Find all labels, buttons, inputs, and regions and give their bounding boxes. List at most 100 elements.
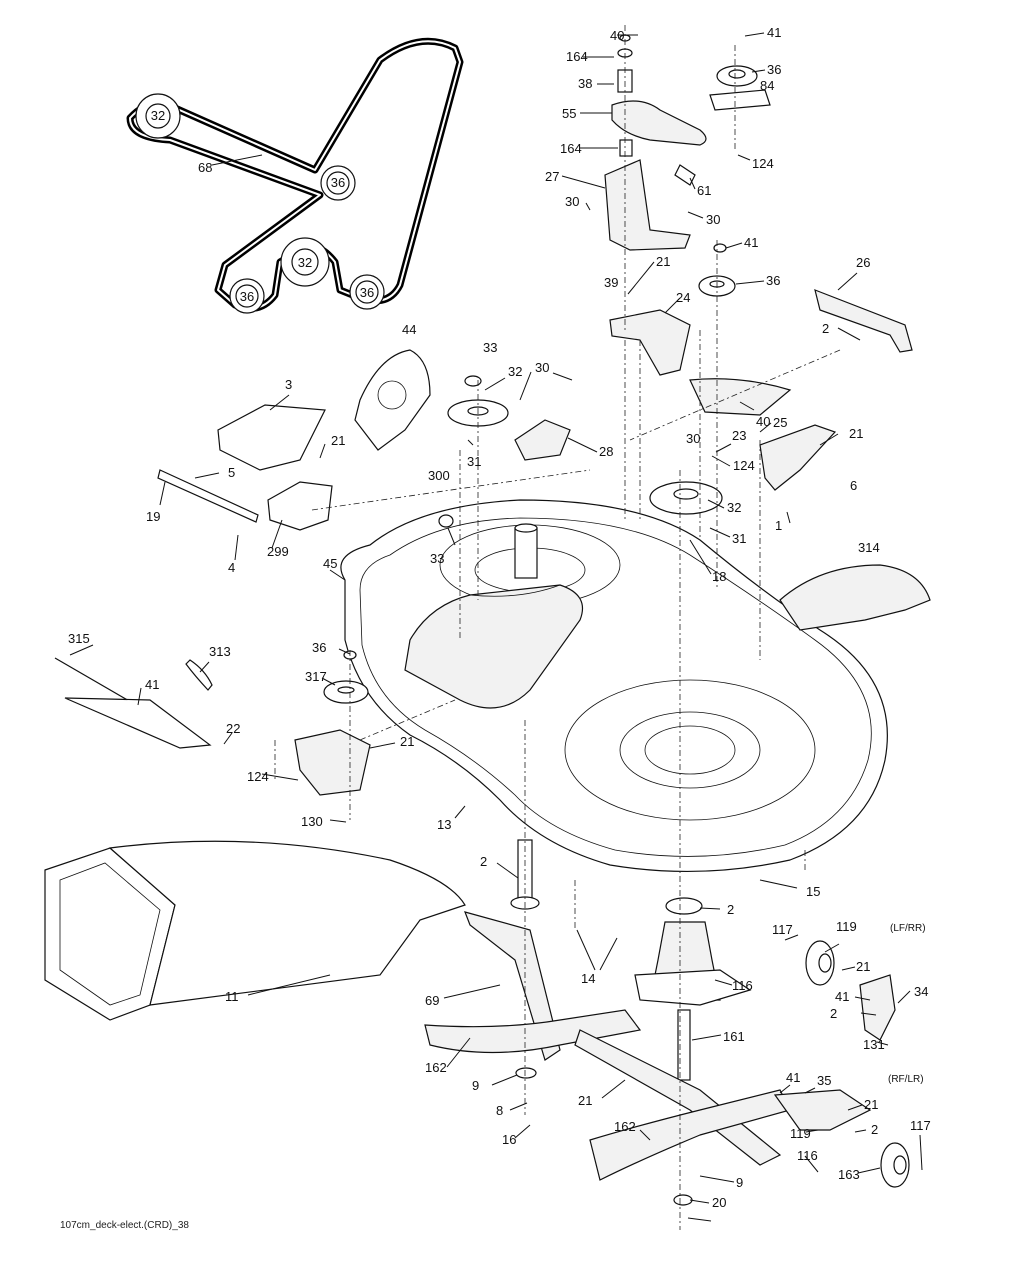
callout-44: 44: [402, 322, 416, 337]
callout-162: 162: [614, 1119, 636, 1134]
gauge-wheel-assemblies: [773, 940, 910, 1188]
callout-34: 34: [914, 984, 928, 999]
callout-22: 22: [226, 721, 240, 736]
callout-8: 8: [496, 1103, 503, 1118]
belt-pulley-label-36: 36: [240, 289, 254, 304]
callout-317: 317: [305, 669, 327, 684]
callout-299: 299: [267, 544, 289, 559]
callout-38: 38: [578, 76, 592, 91]
callout-163: 163: [838, 1167, 860, 1182]
belt-pulley-label-36: 36: [360, 285, 374, 300]
callout-13: 13: [437, 817, 451, 832]
callout-117: 117: [772, 922, 793, 937]
callout-labels: 6840164385516441368412427613030413921362…: [68, 25, 931, 1210]
callout-61: 61: [697, 183, 711, 198]
callout-15: 15: [806, 884, 820, 899]
mower-deck-housing: [340, 499, 888, 873]
callout-30: 30: [686, 431, 700, 446]
callout-4: 4: [228, 560, 235, 575]
callout-36: 36: [767, 62, 781, 77]
height-lever-assembly: [54, 650, 371, 796]
callout-21: 21: [849, 426, 863, 441]
callout-32: 32: [508, 364, 522, 379]
callout-119: 119: [790, 1126, 811, 1141]
callout-21: 21: [864, 1097, 878, 1112]
leader-lines: [69, 32, 923, 1222]
callout-3: 3: [285, 377, 292, 392]
callout-55: 55: [562, 106, 576, 121]
callout-30: 30: [565, 194, 579, 209]
callout-315: 315: [68, 631, 90, 646]
idler-arm-assembly: [604, 34, 913, 491]
callout-300: 300: [428, 468, 450, 483]
callout-2: 2: [822, 321, 829, 336]
callout-68: 68: [198, 160, 212, 175]
assembly-centerlines: [274, 25, 841, 1230]
callout-2: 2: [871, 1122, 878, 1137]
spindle-blade-assembly: [424, 839, 791, 1206]
callout-41: 41: [786, 1070, 800, 1085]
callout-32: 32: [727, 500, 741, 515]
left-mount-assembly: [157, 349, 931, 631]
callout-36: 36: [312, 640, 326, 655]
callout-19: 19: [146, 509, 160, 524]
callout-116: 116: [797, 1148, 818, 1163]
callout-124: 124: [752, 156, 774, 171]
callout-11: 11: [225, 989, 239, 1004]
callout-164: 164: [560, 141, 582, 156]
callout-9: 9: [736, 1175, 743, 1190]
callout-28: 28: [599, 444, 613, 459]
callout-33: 33: [483, 340, 497, 355]
callout-41: 41: [145, 677, 159, 692]
callout-131: 131: [863, 1037, 885, 1052]
callout-21: 21: [400, 734, 414, 749]
callout-33: 33: [430, 551, 444, 566]
callout-21: 21: [578, 1093, 592, 1108]
callout-27: 27: [545, 169, 559, 184]
callout-164: 164: [566, 49, 588, 64]
callout-21: 21: [656, 254, 670, 269]
callout-24: 24: [676, 290, 690, 305]
belt-pulley-labels: 32 36 32 36 36: [151, 108, 374, 304]
callout-130: 130: [301, 814, 323, 829]
callout-2: 2: [480, 854, 487, 869]
callout-16: 16: [502, 1132, 516, 1147]
callout-40: 40: [610, 28, 624, 43]
callout-25: 25: [773, 415, 787, 430]
callout-314: 314: [858, 540, 880, 555]
callout-14: 14: [581, 971, 595, 986]
callout-5: 5: [228, 465, 235, 480]
callout-39: 39: [604, 275, 618, 290]
callout-21: 21: [331, 433, 345, 448]
callout-41: 41: [744, 235, 758, 250]
callout-2: 2: [830, 1006, 837, 1021]
callout-116: 116: [732, 978, 753, 993]
callout-21: 21: [856, 959, 870, 974]
callout-313: 313: [209, 644, 231, 659]
callout-9: 9: [472, 1078, 479, 1093]
callout-30: 30: [535, 360, 549, 375]
belt-routing-diagram: [126, 37, 464, 314]
belt-pulley-label-32: 32: [298, 255, 312, 270]
callout-2: 2: [727, 902, 734, 917]
callout-117: 117: [910, 1118, 931, 1133]
discharge-chute: [44, 840, 466, 1021]
belt-pulley-label-32: 32: [151, 108, 165, 123]
variant-label-lf-rr: (LF/RR): [890, 923, 926, 934]
callout-41: 41: [767, 25, 781, 40]
callout-26: 26: [856, 255, 870, 270]
belt-pulley-label-36: 36: [331, 175, 345, 190]
callout-31: 31: [467, 454, 481, 469]
callout-119: 119: [836, 919, 857, 934]
callout-45: 45: [323, 556, 337, 571]
callout-1: 1: [775, 518, 782, 533]
callout-124: 124: [247, 769, 269, 784]
callout-161: 161: [723, 1029, 745, 1044]
callout-23: 23: [732, 428, 746, 443]
variant-label-rf-lr: (RF/LR): [888, 1074, 924, 1085]
callout-35: 35: [817, 1073, 831, 1088]
callout-20: 20: [712, 1195, 726, 1210]
callout-6: 6: [850, 478, 857, 493]
